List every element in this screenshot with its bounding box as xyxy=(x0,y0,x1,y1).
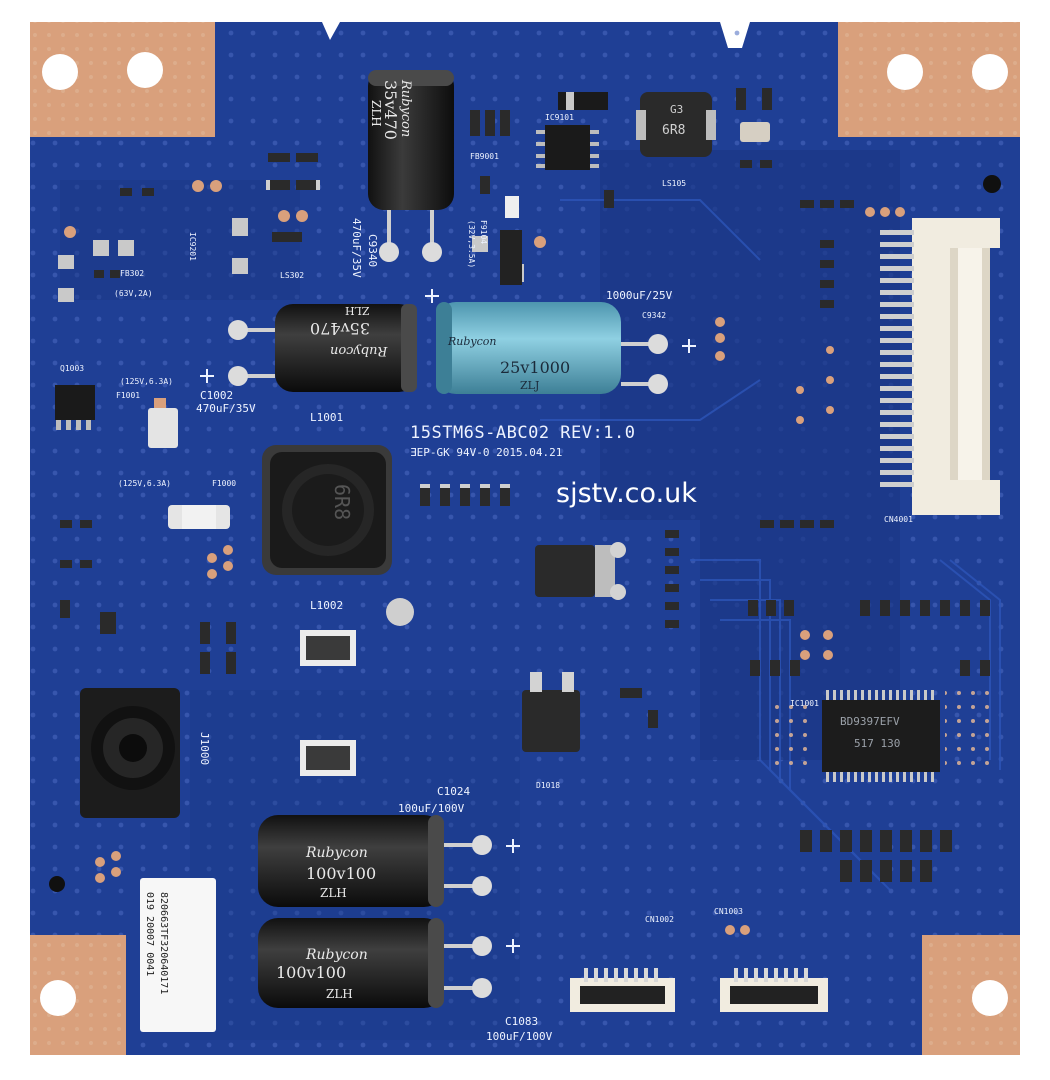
label-ic1001: IC1001 xyxy=(790,699,819,708)
label-l1002: L1002 xyxy=(310,599,344,612)
connector-cn1002 xyxy=(570,968,675,1012)
label-c1024: C1024 xyxy=(437,785,471,798)
cap-mid-series: ZLH xyxy=(345,304,370,317)
label-d1018: D1018 xyxy=(536,781,561,790)
connector-cn4001 xyxy=(880,218,1000,515)
main-chip-code: 517 130 xyxy=(854,737,901,750)
label-c1083-rating: 100uF/100V xyxy=(486,1030,553,1043)
label-c1002-rating: 470uF/35V xyxy=(196,402,256,415)
corner-pad-top-left xyxy=(30,22,215,137)
label-c9340-rating: 470uF/35V xyxy=(350,218,363,278)
label-cn4001: CN4001 xyxy=(884,515,913,524)
label-ls105: LS105 xyxy=(662,179,687,188)
corner-pad-bottom-left xyxy=(30,935,126,1055)
corner-pad-bottom-right xyxy=(922,935,1020,1055)
board-part-number: 15STM6S-ABC02 REV:1.0 xyxy=(410,423,636,443)
connector-cn1003 xyxy=(720,968,828,1012)
label-f1001: F1001 xyxy=(116,391,141,400)
label-cn1003: CN1003 xyxy=(714,907,743,916)
serial-sticker: 820663TF320640171 019 20007 0041 xyxy=(140,878,216,1032)
inductor-ls105-code: G3 xyxy=(670,103,684,116)
inductor-ls105-value: 6R8 xyxy=(662,123,686,138)
corner-pad-top-right xyxy=(838,22,1020,137)
cap-blue-brand: Rubycon xyxy=(448,335,497,348)
mosfet-bottom xyxy=(522,672,580,752)
label-f9104: F9104 xyxy=(479,220,488,245)
label-c9342: C9342 xyxy=(642,311,667,320)
label-f1000-rating: (125V,6.3A) xyxy=(118,479,171,488)
label-fb302: FB302 xyxy=(120,269,145,278)
label-f1000: F1000 xyxy=(212,479,237,488)
label-c9340: C9340 xyxy=(366,234,379,268)
capacitor-c9340 xyxy=(368,70,454,262)
cap-lower1-value: 100v100 xyxy=(306,864,377,883)
fuse-f1001 xyxy=(148,408,178,448)
label-q1003: Q1003 xyxy=(60,364,85,373)
label-c1002: C1002 xyxy=(200,389,234,402)
label-j1000: J1000 xyxy=(198,732,211,766)
inductor-l1002-value: 6R8 xyxy=(330,484,354,521)
label-ic9201: IC9201 xyxy=(188,232,197,261)
copper-test-pads xyxy=(64,180,905,935)
power-jack-j1000 xyxy=(80,688,180,818)
cap-top-brand: Rubycon xyxy=(398,80,413,138)
label-c9342-rating: 1000uF/25V xyxy=(606,289,673,302)
label-f1001-rating: (125V,6.3A) xyxy=(120,377,173,386)
capacitor-c1024 xyxy=(258,815,492,907)
label-fb9001: FB9001 xyxy=(470,152,499,161)
board-marking: ƎEP-GΚ 94V-0 2015.04.21 xyxy=(410,446,563,459)
inductor-ls105 xyxy=(636,92,716,157)
cap-mid-value: 35v470 xyxy=(310,319,370,338)
main-ic-chip xyxy=(822,690,940,782)
cap-lower1-brand: Rubycon xyxy=(306,845,368,861)
cap-lower1-series: ZLH xyxy=(320,886,347,900)
label-ls302: LS302 xyxy=(280,271,305,280)
sticker-line-1: 820663TF320640171 xyxy=(158,892,169,995)
cap-lower2-value: 100v100 xyxy=(276,963,347,982)
capacitor-c9342 xyxy=(436,302,668,394)
label-ic9101: IC9101 xyxy=(545,113,574,122)
mosfet-top xyxy=(535,542,626,600)
cap-lower2-series: ZLH xyxy=(326,987,353,1001)
main-chip-label: BD9397EFV xyxy=(840,715,900,728)
label-f9104-rating: (32V,3.5A) xyxy=(467,220,476,269)
cap-mid-brand: Rubycon xyxy=(330,343,388,358)
label-l1001: L1001 xyxy=(310,411,344,424)
cap-blue-series: ZLJ xyxy=(520,379,540,392)
cap-blue-value: 25v1000 xyxy=(500,358,571,377)
capacitor-c1002 xyxy=(228,304,417,392)
label-fb302-rating: (63V,2A) xyxy=(114,289,153,298)
smd-passives xyxy=(58,88,990,882)
cap-top-series: ZLH xyxy=(369,100,383,127)
inductor-l1001 xyxy=(262,445,392,575)
label-c1024-rating: 100uF/100V xyxy=(398,802,465,815)
label-c1083: C1083 xyxy=(505,1015,539,1028)
sticker-line-2: 019 20007 0041 xyxy=(144,892,155,977)
small-ics xyxy=(55,92,608,430)
label-cn1002: CN1002 xyxy=(645,915,674,924)
cap-top-value: 35v470 xyxy=(381,80,400,140)
capacitor-c1083 xyxy=(258,918,492,1008)
cap-lower2-brand: Rubycon xyxy=(306,947,368,963)
watermark-text: sjstv.co.uk xyxy=(556,478,697,509)
